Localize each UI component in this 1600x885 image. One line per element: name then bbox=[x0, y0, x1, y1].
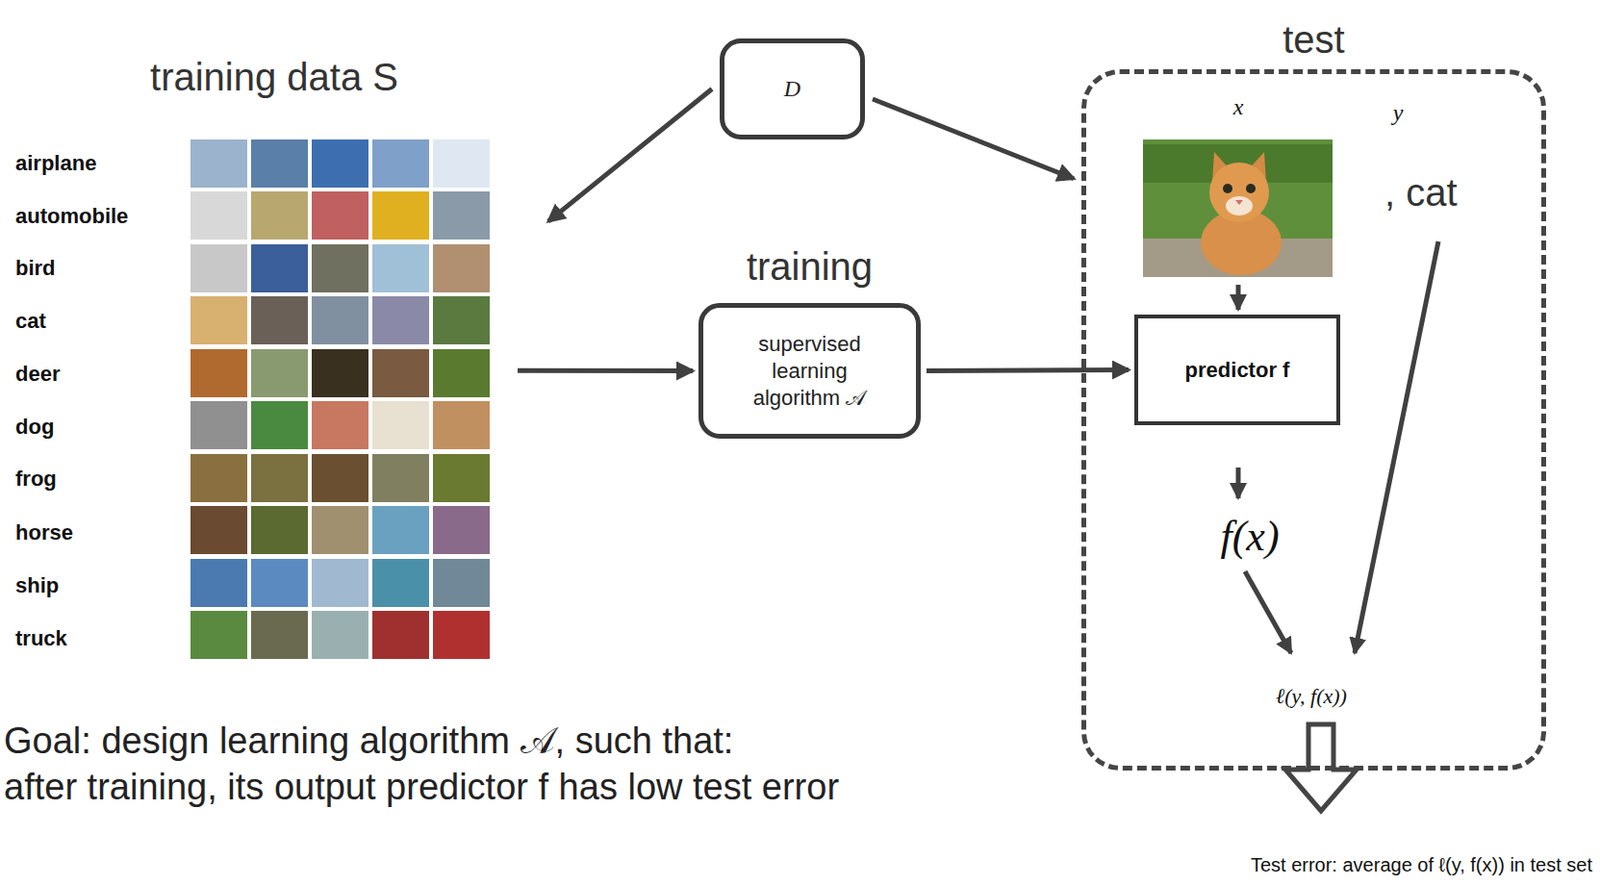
label-value: , cat bbox=[1384, 171, 1458, 215]
image-grid bbox=[190, 139, 490, 660]
node-outline: predictor f bbox=[1134, 314, 1341, 426]
connector-arrow bbox=[926, 370, 1129, 372]
distribution-box: D bbox=[719, 38, 865, 140]
test-error-note: Test error: average of ℓ(y, f(x)) in tes… bbox=[1250, 854, 1593, 877]
class-name: airplane bbox=[15, 151, 97, 177]
class-name: dog bbox=[15, 414, 54, 440]
goal-text: Goal: design learning algorithm 𝒜, such … bbox=[3, 719, 734, 762]
node-text: supervised learning algorithm 𝒜 bbox=[730, 330, 889, 412]
label-symbol: y bbox=[1393, 100, 1404, 127]
class-name: frog bbox=[15, 466, 57, 492]
loss-text: ℓ(y, f(x)) bbox=[1275, 684, 1347, 710]
node-outline: supervised learning algorithm 𝒜 bbox=[698, 303, 921, 439]
class-name: ship bbox=[15, 573, 59, 599]
connector-arrow bbox=[517, 368, 693, 374]
class-name: automobile bbox=[15, 203, 128, 229]
node-heading: training bbox=[698, 230, 921, 304]
class-name: bird bbox=[15, 255, 56, 281]
predictor-box: predictor f bbox=[1134, 314, 1341, 426]
class-name: truck bbox=[15, 626, 68, 652]
dataset-panel: training data S bbox=[9, 38, 539, 674]
flow-arrows bbox=[1238, 241, 1439, 654]
connector-arrow bbox=[872, 99, 1074, 179]
node-text: D bbox=[784, 76, 801, 102]
node-text: predictor f bbox=[1185, 357, 1291, 383]
algorithm-box: training supervised learning algorithm 𝒜 bbox=[698, 230, 921, 439]
node-heading: test bbox=[1081, 9, 1547, 70]
prediction-text: f(x) bbox=[1219, 511, 1279, 561]
connector-arrow bbox=[548, 89, 712, 223]
class-name: deer bbox=[15, 361, 60, 387]
node-outline: D bbox=[719, 38, 865, 140]
cat-photo bbox=[1142, 139, 1333, 278]
class-name: cat bbox=[15, 308, 47, 334]
goal-text: after training, its output predictor f h… bbox=[3, 765, 966, 809]
class-name: horse bbox=[15, 520, 74, 546]
input-symbol: x bbox=[1233, 94, 1245, 121]
node-heading: training data S bbox=[9, 38, 539, 116]
test-region: test predictor f bbox=[1081, 9, 1547, 771]
